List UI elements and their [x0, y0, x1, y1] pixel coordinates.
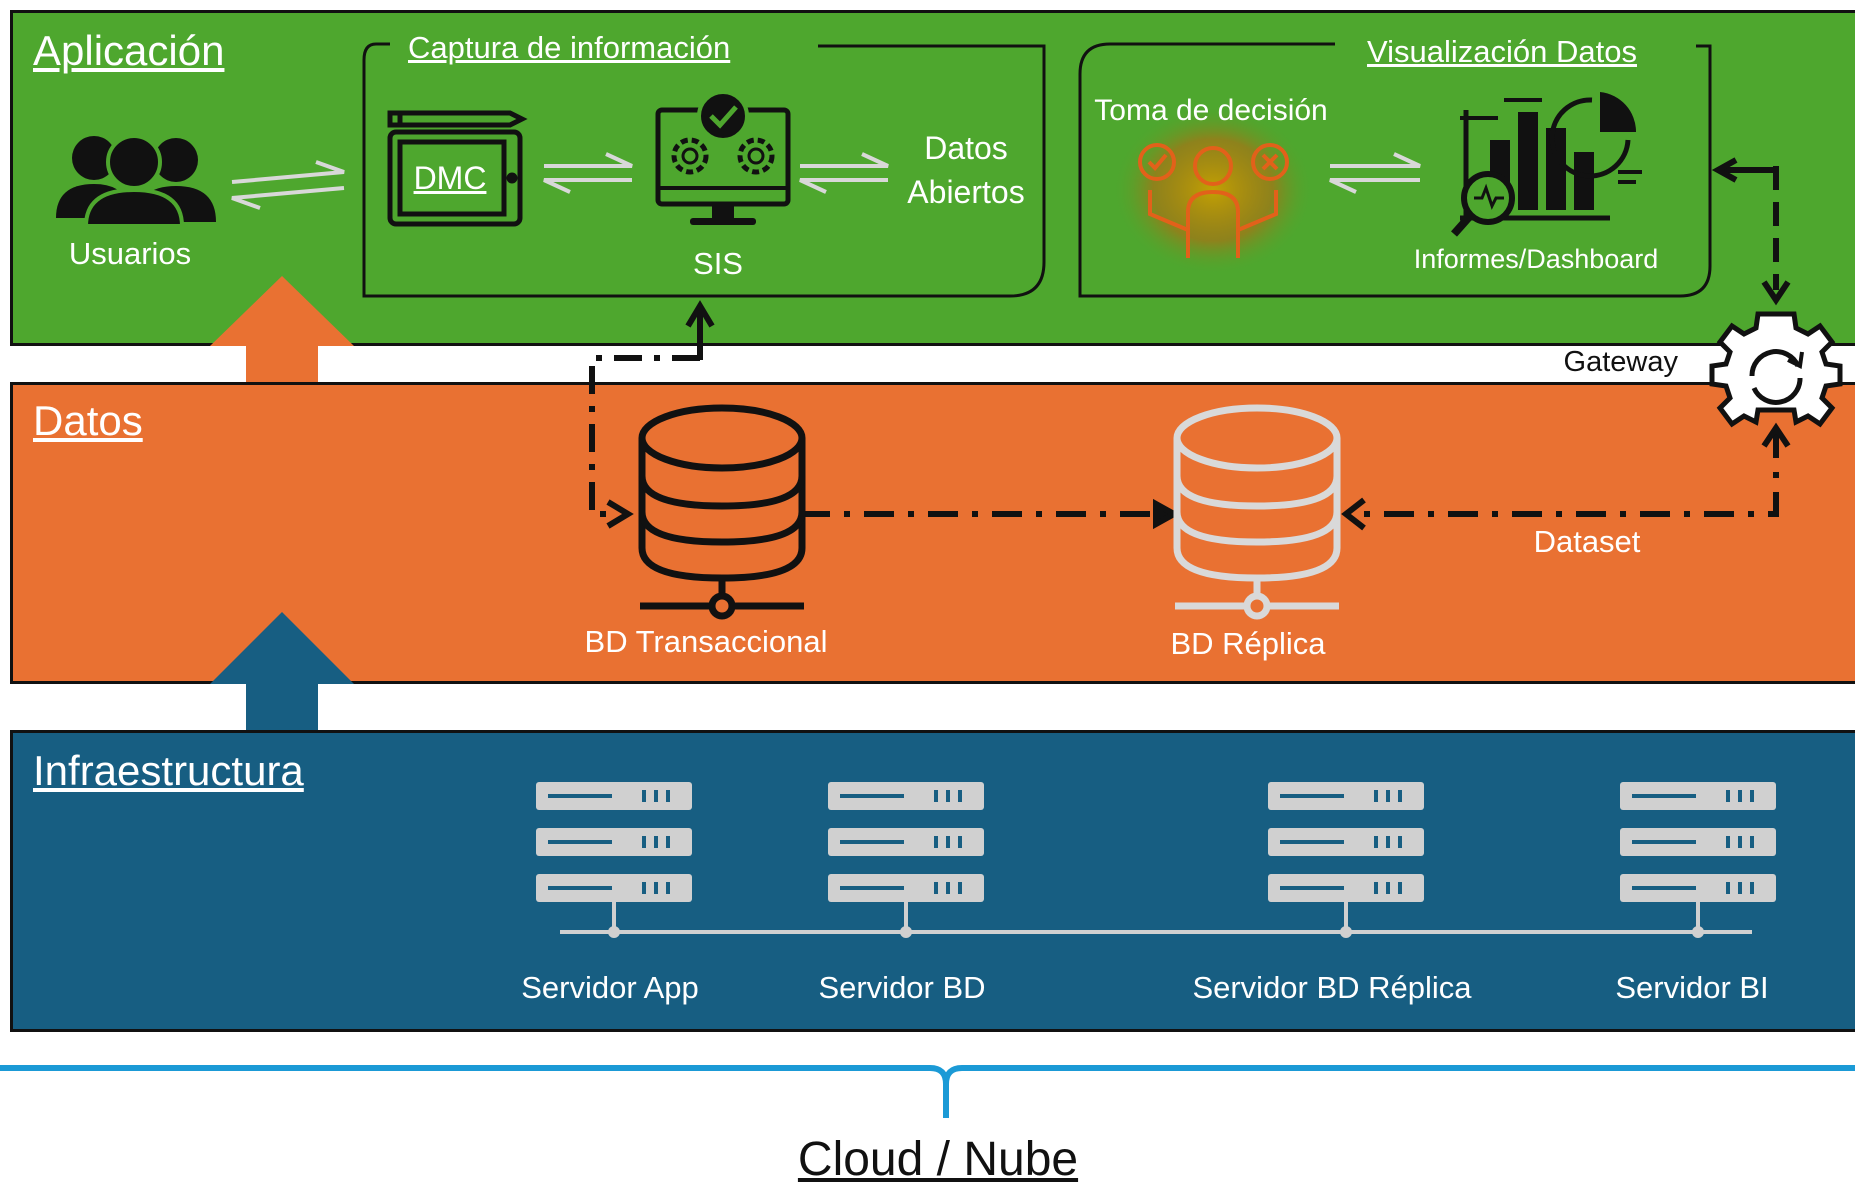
- open-data-label-line1: Datos: [924, 130, 1008, 166]
- decision-person-icon: [1113, 105, 1313, 275]
- server-bi-icon: [1620, 782, 1776, 938]
- transactional-to-sis-dashed-flow: [589, 300, 715, 529]
- cloud-label: Cloud / Nube: [797, 1133, 1079, 1186]
- transactional-db-label: BD Transaccional: [584, 624, 828, 659]
- server-db-icon: [828, 782, 984, 938]
- dmc-sis-exchange-arrows: [543, 152, 633, 194]
- open-data-label-line2: Abiertos: [907, 174, 1025, 210]
- replica-database-icon: [1173, 404, 1341, 620]
- decision-reports-exchange-arrows: [1329, 152, 1421, 194]
- computer-gears-icon: [655, 90, 791, 225]
- data-to-app-arrow: [210, 276, 354, 382]
- cloud-brace: [0, 1065, 1855, 1118]
- gateway-gear-icon: [1709, 311, 1843, 428]
- users-label: Usuarios: [68, 236, 192, 271]
- data-layer: Datos: [10, 382, 1855, 684]
- tablet-icon: [387, 110, 528, 227]
- sis-opendata-exchange-arrows: [799, 152, 889, 194]
- infrastructure-layer-title: Infraestructura: [33, 747, 304, 794]
- dmc-label: DMC: [413, 160, 487, 196]
- transactional-to-replica-dashed-flow: [800, 498, 1181, 530]
- gateway-to-reports-dashed-flow: [1711, 157, 1791, 306]
- replica-db-label: BD Réplica: [1170, 626, 1326, 661]
- gateway-label: Gateway: [1563, 346, 1678, 378]
- server-app-icon: [536, 782, 692, 938]
- dataset-label: Dataset: [1533, 524, 1641, 559]
- server-db-replica-label: Servidor BD Réplica: [1192, 970, 1472, 1005]
- reports-label: Informes/Dashboard: [1413, 244, 1659, 274]
- capture-group-frame: [362, 42, 1046, 298]
- decision-label: Toma de decisión: [1094, 94, 1328, 127]
- data-layer-title: Datos: [33, 397, 143, 444]
- infra-to-data-arrow: [210, 612, 354, 730]
- dashboard-report-icon: [1451, 92, 1642, 237]
- sis-label: SIS: [693, 246, 743, 281]
- server-db-label: Servidor BD: [818, 970, 986, 1005]
- server-db-replica-icon: [1268, 782, 1424, 938]
- users-icon: [56, 134, 216, 228]
- visualization-group-frame: [1078, 42, 1712, 298]
- application-layer-title: Aplicación: [33, 27, 225, 74]
- capture-group-title: Captura de información: [408, 30, 731, 65]
- transactional-database-icon: [638, 404, 806, 620]
- users-capture-exchange-arrows: [231, 160, 345, 210]
- visualization-group-title: Visualización Datos: [1367, 34, 1637, 69]
- server-bi-label: Servidor BI: [1615, 970, 1769, 1005]
- server-app-label: Servidor App: [521, 970, 699, 1005]
- gateway-to-replica-dashed-flow: [1341, 422, 1791, 531]
